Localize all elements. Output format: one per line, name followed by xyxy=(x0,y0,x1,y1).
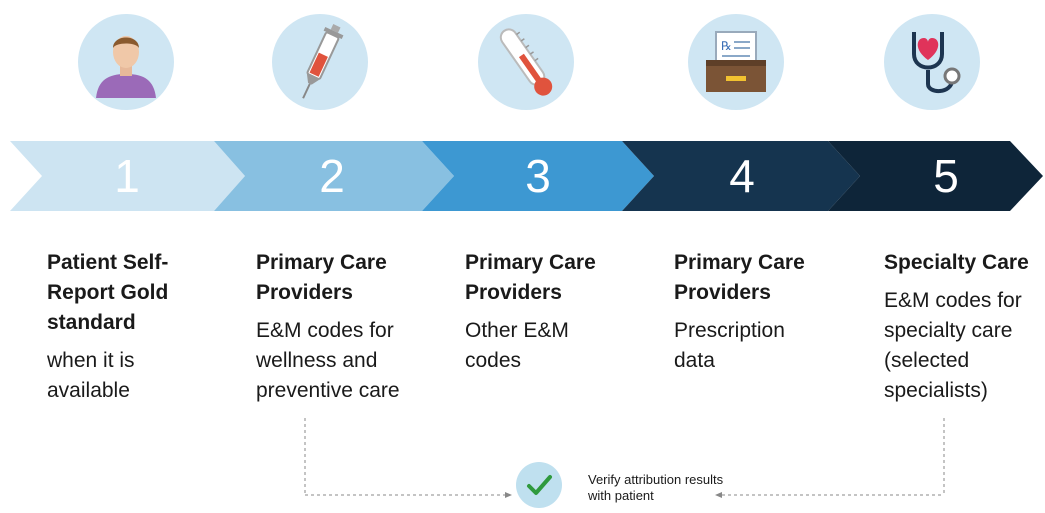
step-3-heading: Primary Care Providers xyxy=(465,251,596,304)
chevron-step-2 xyxy=(214,141,454,211)
step-4-body: Prescription data xyxy=(674,319,785,372)
step-5-body: E&M codes for specialty care (selected s… xyxy=(884,289,1022,402)
chevron-step-3 xyxy=(422,141,654,211)
verify-check-circle xyxy=(516,462,562,508)
step-chevron-band xyxy=(10,141,1043,211)
step-number-1: 1 xyxy=(114,150,140,202)
prescription-file-box-icon: ℞ xyxy=(706,31,766,92)
step-1-text: Patient Self-Report Gold standard when i… xyxy=(47,248,212,406)
step-5-text: Specialty Care E&M codes for specialty c… xyxy=(884,248,1039,406)
step-4-text: Primary Care Providers Prescription data xyxy=(674,248,834,376)
step-2-heading: Primary Care Providers xyxy=(256,251,387,304)
syringe-icon xyxy=(302,24,344,99)
step-number-2: 2 xyxy=(319,150,345,202)
chevron-step-1 xyxy=(10,141,245,211)
icon-circle-5 xyxy=(884,14,980,110)
step-1-body: when it is available xyxy=(47,349,135,402)
icon-circle-2 xyxy=(272,14,368,110)
checkmark-icon xyxy=(527,475,552,495)
step-5-heading: Specialty Care xyxy=(884,251,1029,274)
step-3-body: Other E&M codes xyxy=(465,319,569,372)
icon-circle-1 xyxy=(78,14,174,110)
step-1-heading: Patient Self-Report Gold standard xyxy=(47,251,169,334)
patient-person-icon xyxy=(96,36,156,98)
chevron-step-5 xyxy=(828,141,1043,211)
chevron-step-4 xyxy=(622,141,860,211)
verify-attribution-text: Verify attribution results with patient xyxy=(588,472,724,503)
icon-circle-4: ℞ xyxy=(688,14,784,110)
step-number-4: 4 xyxy=(729,150,755,202)
icon-circle-3 xyxy=(478,14,574,110)
stethoscope-heart-icon xyxy=(912,32,961,93)
step-3-text: Primary Care Providers Other E&M codes xyxy=(465,248,625,376)
step-2-body: E&M codes for wellness and preventive ca… xyxy=(256,319,400,402)
thermometer-icon xyxy=(499,28,553,96)
step-4-heading: Primary Care Providers xyxy=(674,251,805,304)
step-2-text: Primary Care Providers E&M codes for wel… xyxy=(256,248,426,406)
svg-text:℞: ℞ xyxy=(721,39,732,53)
step-number-3: 3 xyxy=(525,150,551,202)
step-number-5: 5 xyxy=(933,150,959,202)
